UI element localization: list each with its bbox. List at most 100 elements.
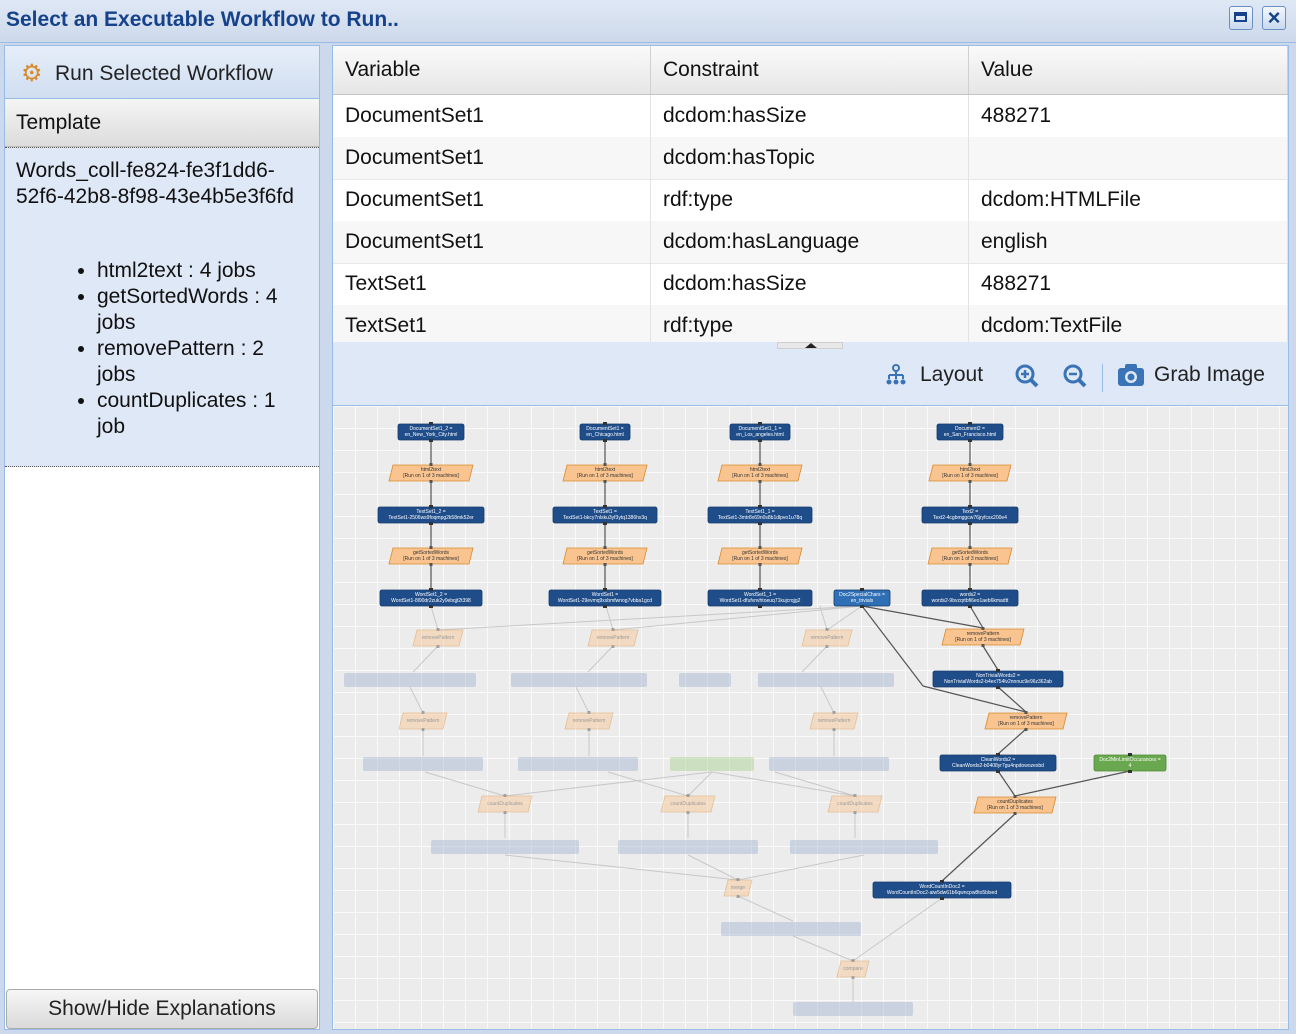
- svg-text:WordSet1-dfufvnvhtoeuq71kujcrq: WordSet1-dfufvnvhtoeuq71kujcrqjg2: [720, 598, 801, 604]
- graph-edge: [997, 686, 1027, 713]
- left-panel: ⚙ Run Selected Workflow Template Words_c…: [4, 45, 320, 1030]
- run-button-label: Run Selected Workflow: [55, 62, 273, 85]
- show-hide-explanations-button[interactable]: Show/Hide Explanations: [6, 989, 318, 1029]
- graph-edge: [922, 685, 1027, 713]
- maximize-icon[interactable]: [1229, 6, 1253, 30]
- faded-data-node: [344, 673, 476, 687]
- table-row[interactable]: TextSet1 dcdom:hasSize 488271: [333, 263, 1288, 306]
- panel-splitter[interactable]: [333, 342, 1288, 350]
- run-selected-workflow-button[interactable]: ⚙ Run Selected Workflow: [5, 46, 319, 99]
- svg-text:[Run on 1 of 3 machines]: [Run on 1 of 3 machines]: [577, 473, 633, 479]
- svg-text:TextSet1_1 =: TextSet1_1 =: [745, 509, 774, 515]
- svg-text:WordSet1_1 =: WordSet1_1 =: [744, 592, 776, 598]
- countduplicates-node: countDuplicates: [827, 794, 883, 814]
- gear-icon: ⚙: [21, 60, 43, 87]
- graph-edge: [941, 813, 1016, 882]
- graph-edge: [852, 897, 943, 962]
- column-header-value[interactable]: Value: [969, 46, 1288, 94]
- table-row[interactable]: TextSet1 rdf:type dcdom:TextFile: [333, 305, 1288, 342]
- svg-text:DocumentSet1_1 =: DocumentSet1_1 =: [739, 426, 782, 432]
- getsortedwords-node: getSortedWords[Run on 1 of 3 machines]: [927, 546, 1013, 566]
- layout-icon[interactable]: [884, 363, 908, 393]
- svg-text:removePattern: removePattern: [818, 718, 851, 724]
- svg-text:Doc2SpecialChars =: Doc2SpecialChars =: [839, 592, 885, 598]
- svg-text:[Run on 1 of 3 machines]: [Run on 1 of 3 machines]: [942, 473, 998, 479]
- html2text-node: html2text[Run on 1 of 3 machines]: [717, 463, 803, 483]
- cell-variable: DocumentSet1: [333, 137, 651, 179]
- zoom-in-icon[interactable]: [1014, 363, 1040, 395]
- svg-text:[Run on 1 of 3 machines]: [Run on 1 of 3 machines]: [732, 556, 788, 562]
- graph-edge: [997, 728, 1027, 755]
- grab-image-button[interactable]: Grab Image: [1154, 363, 1265, 386]
- zoom-out-icon[interactable]: [1062, 363, 1088, 395]
- template-row[interactable]: Words_coll-fe824-fe3f1dd6-52f6-42b8-8f98…: [5, 147, 319, 467]
- cell-value: dcdom:HTMLFile: [969, 179, 1288, 221]
- cell-value: 488271: [969, 95, 1288, 137]
- graph-edge: [424, 771, 506, 797]
- graph-edge: [737, 895, 794, 922]
- svg-text:countDuplicates: countDuplicates: [837, 801, 873, 807]
- wordset-node: words2 =words2-9bvzqrtbfi6eo1aeb6kmadtt: [921, 588, 1019, 608]
- layout-button[interactable]: Layout: [920, 363, 984, 386]
- svg-text:[Run on 1 of 3 machines]: [Run on 1 of 3 machines]: [732, 473, 788, 479]
- collapse-arrow-icon[interactable]: [777, 342, 843, 349]
- table-row[interactable]: DocumentSet1 dcdom:hasLanguage english: [333, 221, 1288, 264]
- svg-text:Text2-4cgbmggcw76jryfcsx200e4: Text2-4cgbmggcw76jryfcsx200e4: [933, 515, 1007, 521]
- faded-data-node: [793, 1002, 913, 1016]
- input-node: DocumentSet1_2 =en_New_York_City.html: [397, 422, 465, 442]
- cell-constraint: dcdom:hasSize: [651, 95, 969, 137]
- getsortedwords-node: getSortedWords[Run on 1 of 3 machines]: [717, 546, 803, 566]
- column-header-constraint[interactable]: Constraint: [651, 46, 969, 94]
- svg-text:removePattern: removePattern: [811, 635, 844, 641]
- svg-text:Document2 =: Document2 =: [955, 426, 985, 432]
- cell-constraint: dcdom:hasLanguage: [651, 221, 969, 263]
- svg-text:WordSet1-8l90dr2zuk2y0ebqjt2t3: WordSet1-8l90dr2zuk2y0ebqjt2t398: [391, 598, 471, 604]
- textset-node: TextSet1 =TextSet1-bkcy7nlsku3yf3ytq1386…: [552, 505, 658, 525]
- graph-edge: [820, 686, 835, 714]
- camera-icon[interactable]: [1117, 363, 1145, 393]
- graph-edge: [409, 686, 424, 714]
- graph-edge: [687, 854, 739, 881]
- faded-data-node: [511, 673, 647, 687]
- textset-node: Text2 =Text2-4cgbmggcw76jryfcsx200e4: [921, 505, 1019, 525]
- svg-text:DocumentSet1 =: DocumentSet1 =: [586, 426, 623, 432]
- graph-toolbar: Layout Grab Image: [333, 350, 1288, 406]
- svg-text:WordCountInDoc2-aiw5dw61b6qwnc: WordCountInDoc2-aiw5dw61b6qwncpw8to5blse…: [887, 890, 997, 896]
- job-item: html2text : 4 jobs: [97, 258, 307, 284]
- table-row[interactable]: DocumentSet1 dcdom:hasSize 488271: [333, 95, 1288, 138]
- cell-variable: DocumentSet1: [333, 179, 651, 221]
- svg-text:WordCountInDoc2 =: WordCountInDoc2 =: [919, 884, 964, 890]
- svg-text:DocumentSet1_2 =: DocumentSet1_2 =: [410, 426, 453, 432]
- template-header-label: Template: [16, 111, 102, 134]
- svg-text:en_Chicago.html: en_Chicago.html: [586, 432, 624, 438]
- graph-edge: [437, 605, 863, 631]
- svg-text:compare: compare: [843, 966, 863, 972]
- svg-text:html2text: html2text: [750, 467, 771, 473]
- graph-edge: [607, 771, 689, 797]
- countduplicates-node: countDuplicates: [477, 794, 533, 814]
- column-header-variable[interactable]: Variable: [333, 46, 651, 94]
- graph-edge: [826, 605, 863, 631]
- svg-text:Text2 =: Text2 =: [962, 509, 978, 515]
- table-row[interactable]: DocumentSet1 rdf:type dcdom:HTMLFile: [333, 179, 1288, 222]
- svg-text:removePattern: removePattern: [573, 718, 606, 724]
- job-item: removePattern : 2 jobs: [97, 336, 307, 388]
- close-icon[interactable]: ×: [1262, 6, 1286, 30]
- removepattern-node: removePattern: [801, 628, 853, 648]
- removepattern-node: removePattern: [398, 711, 448, 731]
- svg-text:removePattern: removePattern: [1010, 715, 1043, 721]
- faded-data-node: [618, 840, 758, 854]
- table-row[interactable]: DocumentSet1 dcdom:hasTopic: [333, 137, 1288, 180]
- graph-edge: [687, 771, 713, 797]
- template-column-header[interactable]: Template: [5, 99, 319, 147]
- svg-text:[Run on 1 of 3 machines]: [Run on 1 of 3 machines]: [942, 556, 998, 562]
- removepattern-node: removePattern: [412, 628, 464, 648]
- workflow-graph: DocumentSet1_2 =en_New_York_City.htmlhtm…: [344, 422, 1167, 1016]
- svg-text:WordSet1 =: WordSet1 =: [592, 592, 619, 598]
- job-item: countDuplicates : 1 job: [97, 388, 307, 440]
- graph-edge: [969, 605, 984, 629]
- svg-text:words2 =: words2 =: [960, 592, 981, 598]
- getsortedwords-node: getSortedWords[Run on 1 of 3 machines]: [562, 546, 648, 566]
- wordcount-node: WordCountInDoc2 =WordCountInDoc2-aiw5dw6…: [872, 880, 1012, 900]
